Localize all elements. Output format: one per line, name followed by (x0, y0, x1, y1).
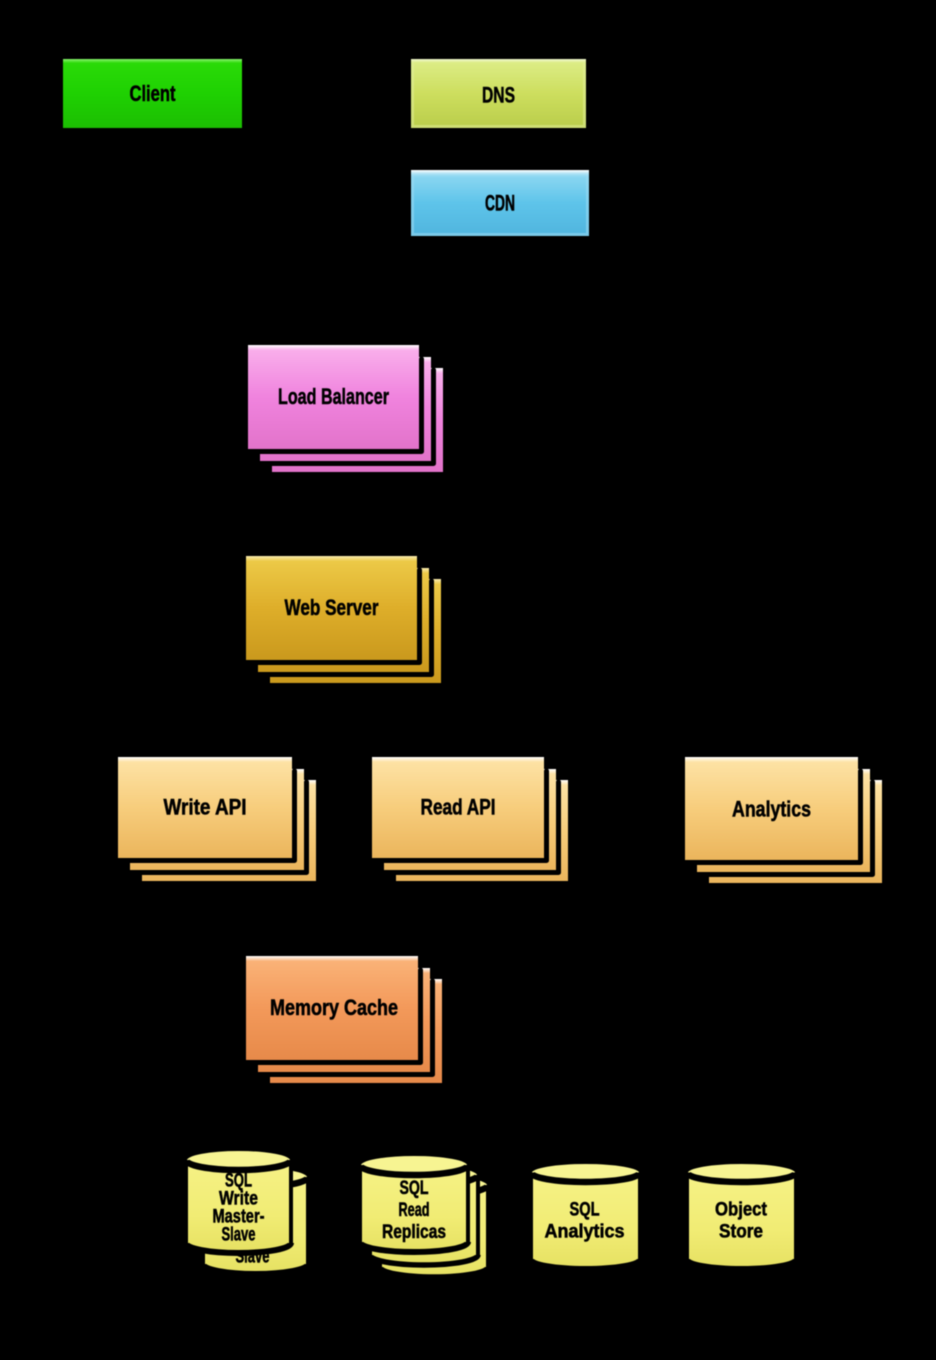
svg-text:Replicas: Replicas (382, 1222, 446, 1243)
svg-text:SQL: SQL (400, 1178, 429, 1199)
svg-text:Slave: Slave (222, 1225, 256, 1246)
svg-text:Memory Cache: Memory Cache (270, 995, 398, 1020)
svg-text:Client: Client (130, 81, 176, 106)
svg-text:SQL: SQL (225, 1171, 252, 1192)
svg-text:CDN: CDN (485, 191, 515, 216)
svg-text:Read API: Read API (421, 795, 496, 820)
svg-text:Web Server: Web Server (285, 595, 379, 620)
svg-text:Store: Store (719, 1222, 763, 1243)
svg-text:Master-: Master- (213, 1207, 265, 1228)
svg-text:Load Balancer: Load Balancer (278, 384, 389, 409)
svg-text:Read: Read (399, 1200, 430, 1221)
svg-text:Write: Write (219, 1189, 258, 1210)
svg-text:SQL: SQL (570, 1200, 600, 1221)
svg-text:Analytics: Analytics (545, 1222, 625, 1243)
svg-text:Analytics: Analytics (732, 797, 811, 822)
svg-text:Write API: Write API (164, 795, 247, 820)
svg-text:DNS: DNS (482, 83, 515, 108)
svg-text:Object: Object (715, 1200, 768, 1221)
